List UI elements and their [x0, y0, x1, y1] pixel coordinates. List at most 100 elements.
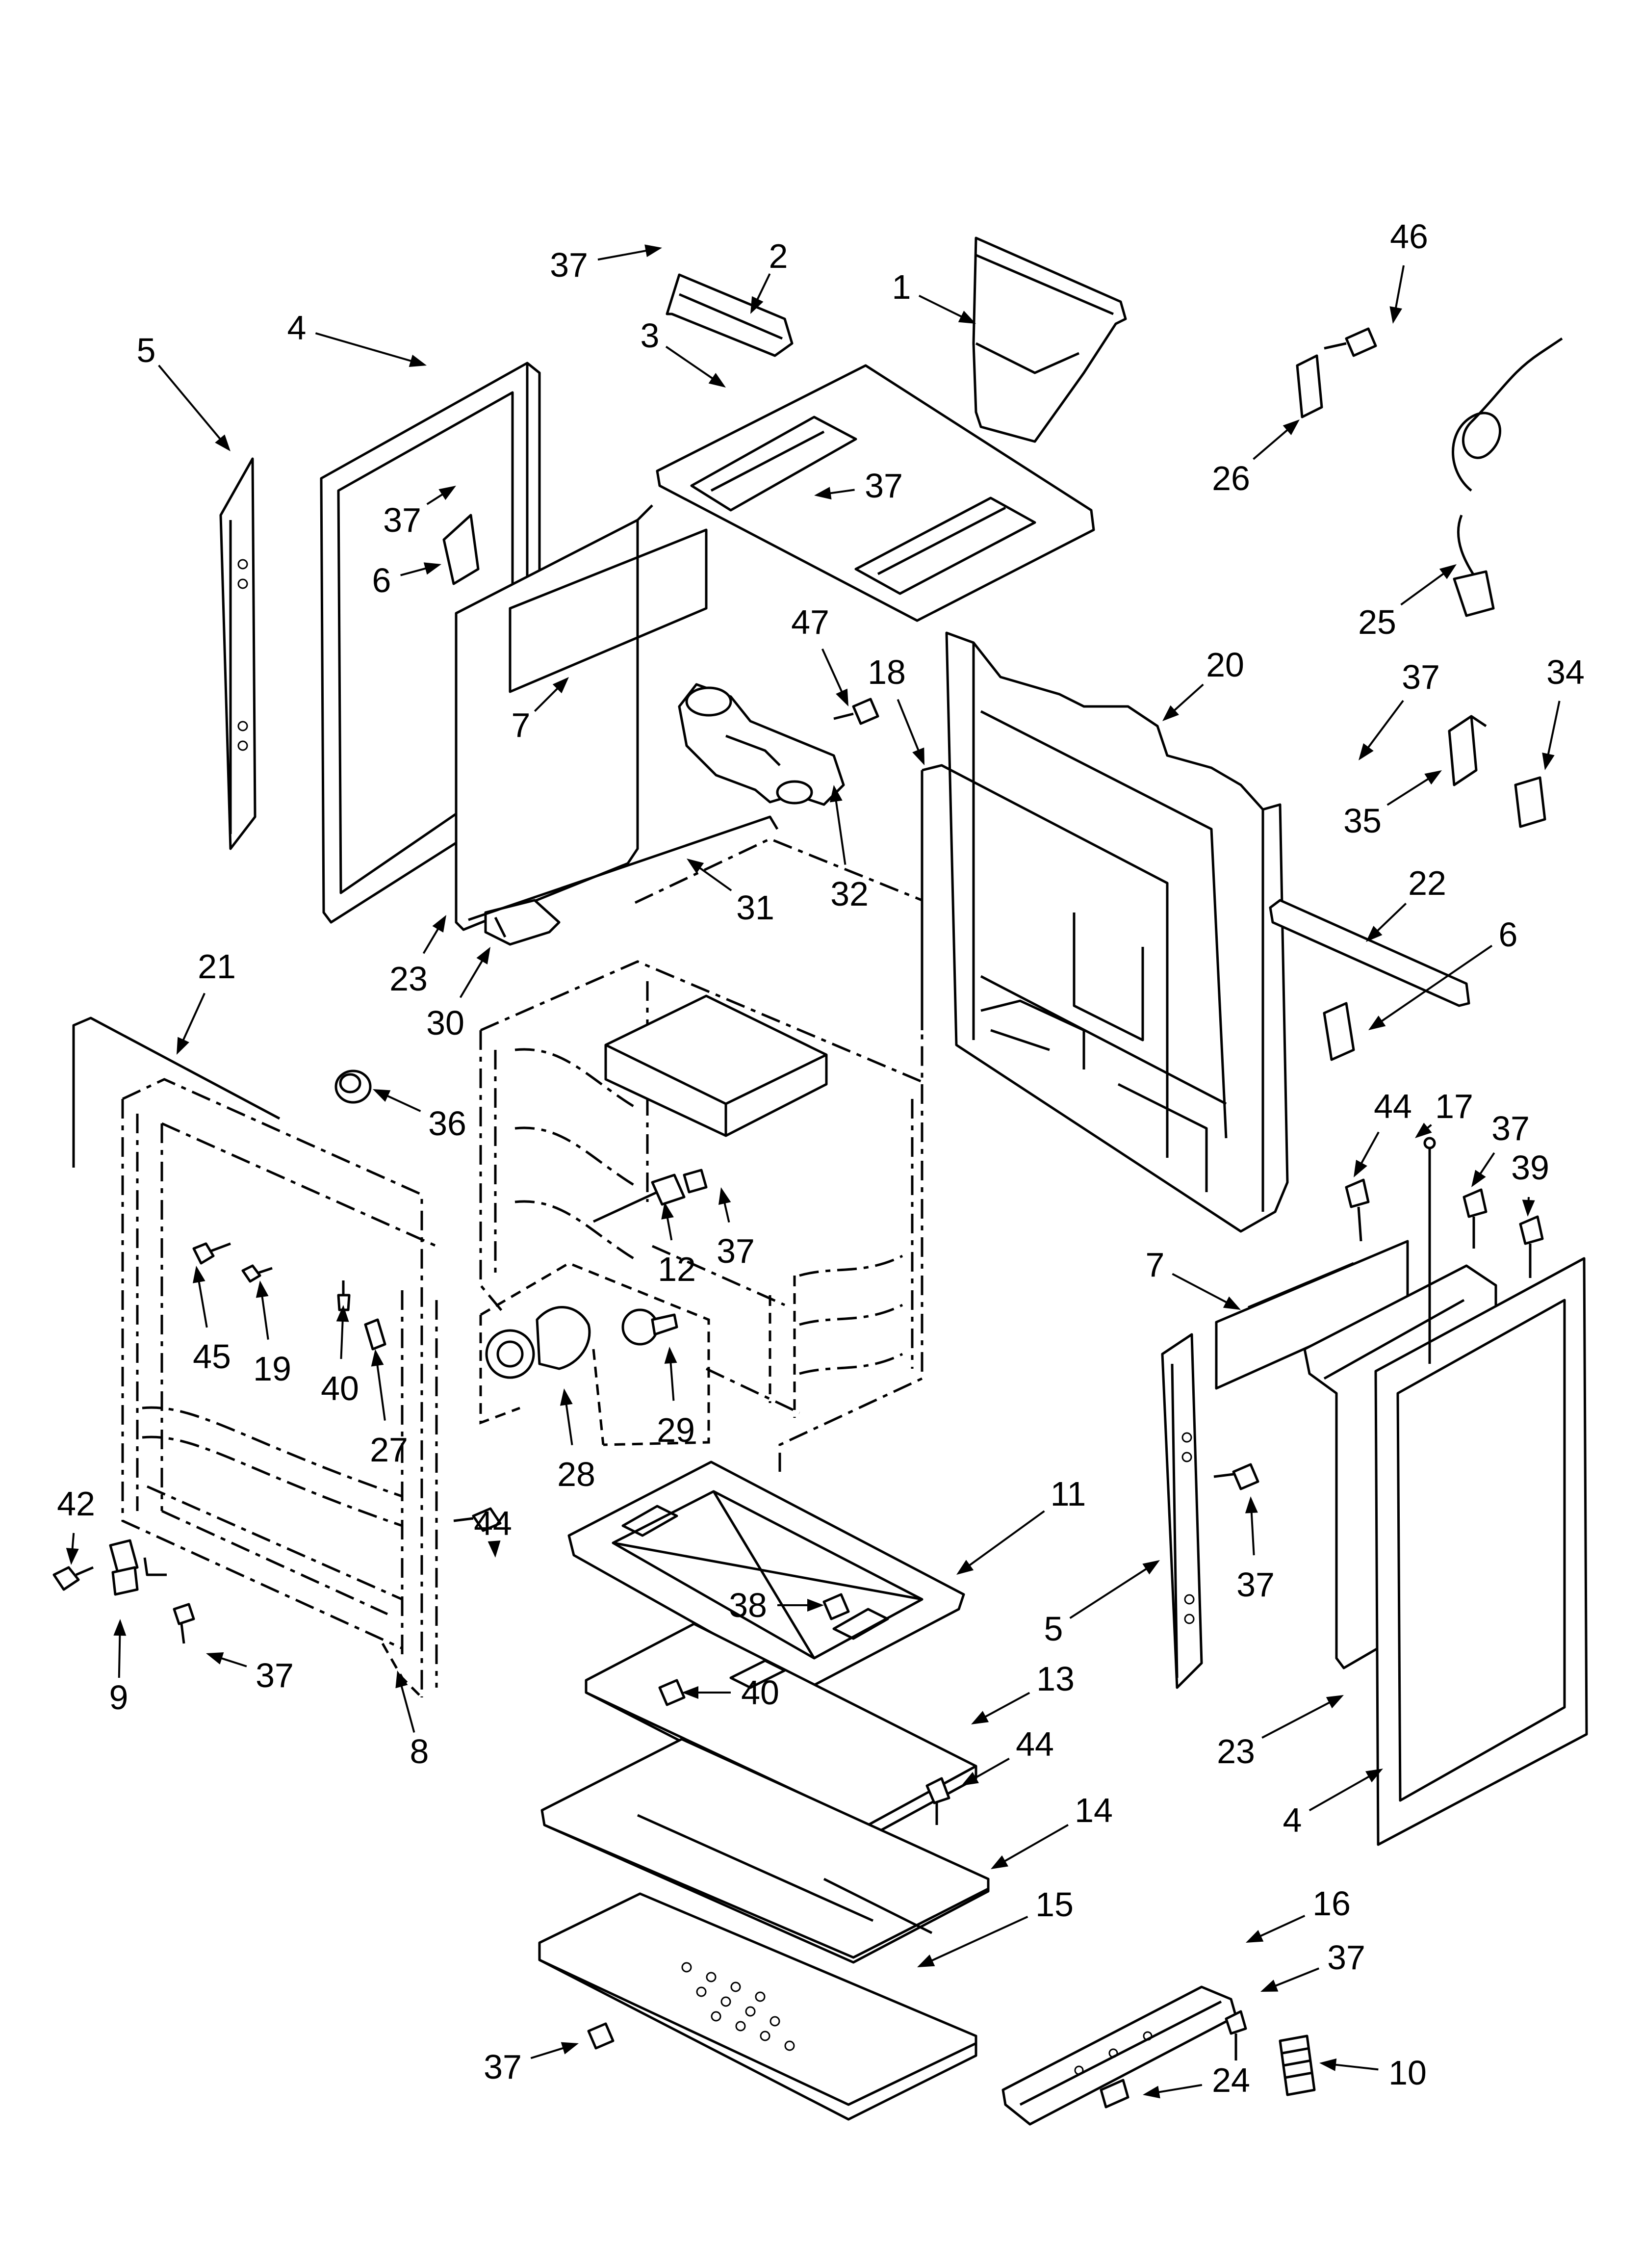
- callout-c4b: 4: [1283, 1769, 1383, 1839]
- part-38-screw: [822, 1593, 850, 1620]
- callout-leader-line: [400, 567, 428, 576]
- callout-arrowhead: [409, 355, 427, 367]
- callout-leader-line: [835, 799, 847, 865]
- callout-leader-line: [315, 332, 413, 363]
- callout-leader-line: [1478, 1152, 1495, 1176]
- callout-leader-line: [530, 2046, 565, 2059]
- callout-label: 2: [769, 237, 788, 275]
- callout-label: 4: [287, 309, 307, 347]
- part-25-power-cord: [1452, 337, 1563, 617]
- callout-leader-line: [1172, 683, 1204, 712]
- callout-label: 37: [1402, 658, 1440, 696]
- callout-leader-line: [565, 1403, 573, 1445]
- callout-label: 27: [370, 1431, 408, 1469]
- callout-arrowhead: [644, 244, 662, 257]
- callout-c8: 8: [395, 1670, 429, 1771]
- callout-c23b: 23: [1217, 1695, 1344, 1771]
- callout-label: 18: [868, 653, 906, 691]
- callout-c38: 38: [729, 1586, 824, 1624]
- callout-arrowhead: [1389, 306, 1402, 324]
- part-37-screw-right-mid: [1213, 1463, 1259, 1490]
- callout-c7a: 7: [512, 677, 569, 744]
- callout-c31: 31: [687, 859, 774, 927]
- callout-label: 37: [1236, 1565, 1275, 1604]
- part-6-clip-right: [1323, 1002, 1355, 1061]
- callout-leader-line: [897, 699, 920, 752]
- callout-leader-line: [930, 1916, 1028, 1962]
- callout-arrowhead: [1439, 564, 1457, 579]
- callout-label: 32: [830, 875, 869, 913]
- callout-label: 29: [657, 1411, 695, 1449]
- callout-leader-line: [918, 294, 963, 318]
- callout-label: 12: [658, 1250, 696, 1288]
- callout-c37b: 37: [814, 467, 903, 505]
- part-34-clip: [1514, 776, 1546, 828]
- callout-arrowhead: [991, 1855, 1008, 1869]
- callout-c22: 22: [1366, 864, 1446, 942]
- part-37-screw-bottom-right: [1225, 2010, 1247, 2060]
- callout-label: 14: [1075, 1791, 1113, 1829]
- callout-label: 22: [1408, 864, 1446, 902]
- callout-label: 1: [892, 268, 911, 306]
- callout-label: 5: [1044, 1610, 1063, 1648]
- callout-c19: 19: [253, 1280, 291, 1388]
- callout-label: 8: [410, 1732, 429, 1771]
- callout-arrowhead: [432, 915, 446, 933]
- callout-leader-line: [181, 992, 205, 1042]
- callout-arrowhead: [1245, 1496, 1258, 1513]
- callout-leader-line: [723, 1201, 730, 1223]
- part-9-leveler: [109, 1539, 167, 1596]
- callout-arrowhead: [487, 1540, 501, 1558]
- callout-arrowhead: [1542, 753, 1555, 770]
- callout-c40b: 40: [682, 1673, 779, 1712]
- callout-arrowhead: [1223, 1296, 1241, 1310]
- part-37-screw-bottom-left: [587, 2022, 615, 2050]
- callout-arrowhead: [192, 1266, 205, 1283]
- callout-arrowhead: [661, 1202, 674, 1220]
- callout-c29: 29: [657, 1347, 695, 1449]
- callout-leader-line: [756, 273, 771, 301]
- part-8-front-frame: [121, 1078, 438, 1698]
- callout-leader-line: [422, 927, 440, 954]
- callout-c37g: 37: [1236, 1496, 1275, 1604]
- callout-leader-line: [1334, 2063, 1379, 2071]
- callout-c27: 27: [370, 1349, 408, 1469]
- callout-c17: 17: [1415, 1087, 1473, 1138]
- callout-label: 31: [736, 888, 774, 927]
- callout-c23a: 23: [389, 915, 446, 998]
- callout-leader-line: [1261, 1701, 1332, 1739]
- callout-label: 6: [372, 561, 391, 600]
- callout-c16: 16: [1246, 1884, 1351, 1943]
- callout-leader-line: [1360, 1131, 1380, 1165]
- part-32-valve-assembly: [678, 683, 845, 806]
- callout-leader-line: [340, 1319, 344, 1359]
- callout-arrowhead: [961, 1772, 979, 1786]
- callout-label: 19: [253, 1350, 291, 1388]
- callout-c44b: 44: [474, 1504, 512, 1558]
- callout-c37c: 37: [383, 486, 456, 539]
- callout-label: 39: [1511, 1148, 1549, 1187]
- callout-label: 42: [57, 1485, 95, 1523]
- part-18-gasket: [921, 764, 1169, 1158]
- callout-leader-line: [1258, 1915, 1306, 1938]
- callout-label: 44: [474, 1504, 512, 1542]
- part-39-screw: [1519, 1215, 1544, 1278]
- part-30-hinge-bracket: [484, 899, 561, 946]
- callout-label: 16: [1312, 1884, 1351, 1923]
- part-6-clip: [442, 514, 480, 585]
- part-47-screw: [833, 698, 879, 725]
- callout-arrowhead: [215, 434, 231, 451]
- callout-leader-line: [665, 345, 715, 380]
- part-24-clip: [1100, 2079, 1129, 2109]
- callout-label: 40: [741, 1673, 779, 1712]
- callout-label: 3: [641, 316, 660, 355]
- callout-c42: 42: [57, 1485, 95, 1565]
- callout-c9: 9: [109, 1619, 128, 1717]
- part-cavity-baffle: [604, 994, 828, 1137]
- callout-arrowhead: [1365, 1769, 1383, 1783]
- callout-c11: 11: [956, 1475, 1086, 1575]
- callout-leader-line: [1547, 701, 1561, 756]
- callout-leader-line: [597, 249, 648, 261]
- callout-arrowhead: [750, 296, 764, 314]
- part-17-rod: [1423, 1137, 1436, 1364]
